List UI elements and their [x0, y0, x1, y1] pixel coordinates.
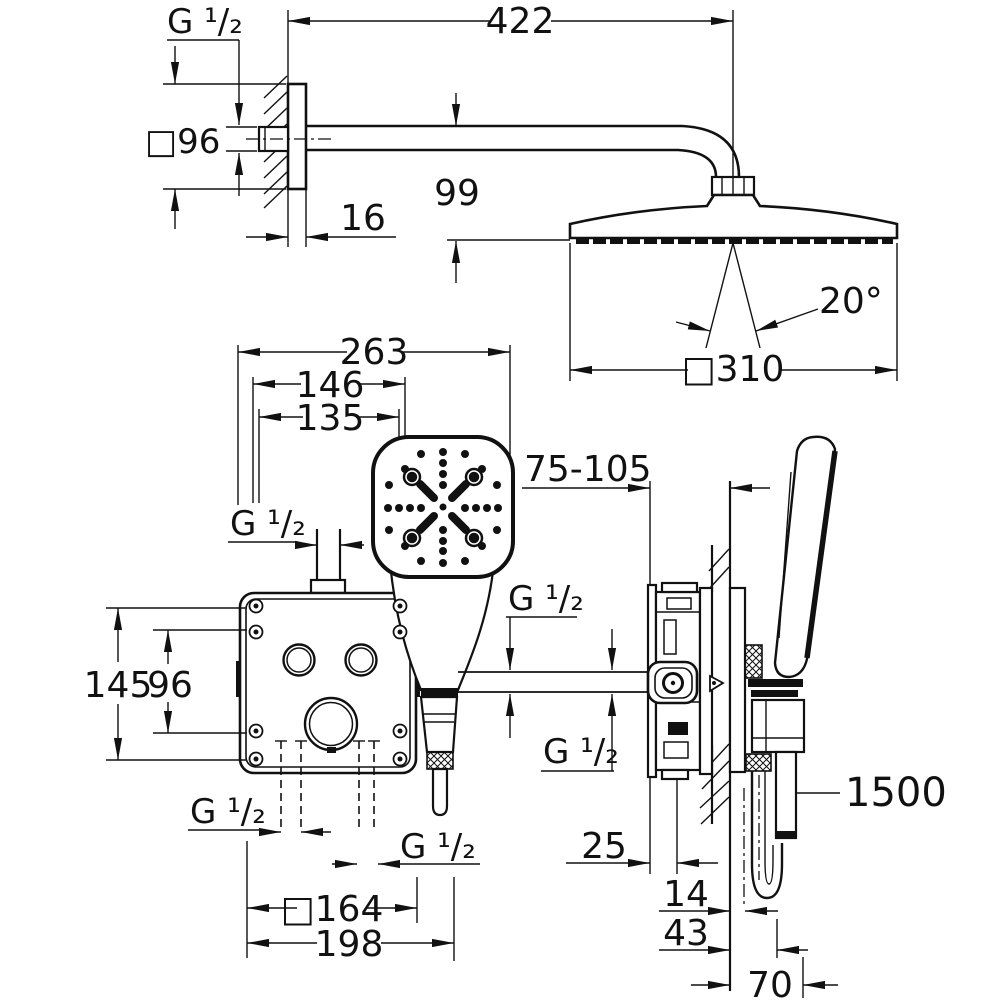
box-screws-left — [248, 598, 264, 767]
dim-96-label: 96 — [147, 665, 193, 706]
dim-ghalf-bl-label: G ¹/₂ — [190, 792, 266, 832]
dim-198: 198 — [247, 877, 455, 965]
dim-sq96-label: □96 — [145, 122, 220, 162]
hand-shower-front — [371, 435, 515, 817]
dim-ghalf-side-top: G ¹/₂ — [505, 579, 584, 738]
dim-16-label: 16 — [340, 198, 386, 239]
dim-ghalf-box-top-label: G ¹/₂ — [230, 504, 306, 544]
flow-direction-mark — [709, 674, 725, 693]
hand-shower-spray-pattern — [384, 448, 502, 567]
dim-14: 14 — [659, 874, 778, 916]
hand-shower-side — [743, 435, 838, 908]
dim-99-label: 99 — [434, 173, 480, 214]
hand-shower-blade — [773, 435, 837, 679]
dim-ghalf-flange: G ¹/₂ — [167, 2, 257, 196]
hose-nut-side — [745, 753, 772, 772]
spray-angle: 20° — [447, 239, 883, 349]
shower-holder — [750, 698, 806, 754]
dim-146-label: 146 — [296, 365, 365, 406]
dim-20deg-label: 20° — [819, 281, 883, 322]
mixer-box — [236, 529, 420, 829]
dim-ghalf-box-bottomleft: G ¹/₂ — [188, 792, 331, 837]
dim-ghalf-side-top-label: G ¹/₂ — [508, 579, 584, 619]
mixer-front-view: 263 146 135 G ¹/₂ — [84, 332, 515, 965]
wall-flange — [246, 82, 332, 247]
box-bottom-pipe-stubs — [275, 740, 380, 829]
dim-ghalf-box-bottomright: G ¹/₂ — [332, 827, 480, 869]
hose-stub-front — [431, 767, 449, 817]
dim-70: 70 — [691, 957, 838, 1000]
shower-arm — [306, 124, 741, 178]
dim-sq310: □310 — [569, 243, 898, 390]
head-shower-top-view: 20° 422 G ¹/₂ □96 — [145, 1, 899, 390]
dim-145-label: 145 — [84, 665, 153, 706]
hose-loop-outer — [750, 771, 784, 900]
dim-43: 43 — [659, 913, 808, 958]
dim-25-label: 25 — [581, 826, 627, 867]
dim-1500-label: 1500 — [845, 770, 947, 816]
dim-14-label: 14 — [663, 874, 709, 915]
shower-head — [568, 175, 899, 244]
box-screws-right — [392, 598, 408, 767]
dim-sq164: □164 — [246, 841, 418, 958]
dim-263: 263 — [237, 332, 511, 505]
hose-drop-tube — [774, 750, 798, 840]
dim-422-label: 422 — [486, 1, 555, 42]
hose-nut — [426, 751, 454, 770]
dim-ghalf-flange-label: G ¹/₂ — [167, 2, 243, 42]
dim-75-105-label: 75-105 — [524, 449, 652, 490]
dim-145: 145 — [84, 607, 247, 761]
dim-sq310-label: □310 — [682, 349, 785, 390]
box-left-tab — [236, 661, 241, 697]
dim-422: 422 — [288, 1, 734, 176]
holder-bracket-nut — [744, 644, 763, 679]
dim-sq164-label: □164 — [281, 889, 384, 930]
dim-ghalf-side-bottom: G ¹/₂ — [541, 629, 619, 772]
dim-198-label: 198 — [315, 924, 384, 965]
dim-sq96: □96 — [145, 46, 286, 229]
hand-shower-face-edge — [804, 450, 838, 659]
dim-ghalf-br-label: G ¹/₂ — [400, 827, 476, 867]
spray-nozzle-rings — [402, 467, 484, 548]
hose-connector-cone — [419, 695, 459, 754]
trim-plate — [728, 586, 747, 774]
box-valve-ports — [282, 643, 378, 753]
valve-body-side — [458, 581, 725, 781]
dim-ghalf-side-bottom-label: G ¹/₂ — [543, 732, 619, 772]
dim-263-label: 263 — [340, 332, 409, 373]
dim-43-label: 43 — [663, 913, 709, 954]
dim-96: 96 — [147, 629, 247, 734]
hose-loop-inner — [764, 771, 774, 885]
dim-135-label: 135 — [296, 398, 365, 439]
spray-dots — [384, 448, 502, 567]
dim-1500: 1500 — [797, 770, 947, 816]
handle-collar — [421, 688, 458, 697]
dim-70-label: 70 — [747, 965, 793, 1000]
dim-16: 16 — [246, 198, 396, 242]
dim-ghalf-box-top: G ¹/₂ — [228, 504, 364, 550]
dim-25: 25 — [566, 778, 718, 874]
mixer-side-view: 75-105 — [458, 435, 947, 1000]
dim-99: 99 — [434, 93, 480, 283]
